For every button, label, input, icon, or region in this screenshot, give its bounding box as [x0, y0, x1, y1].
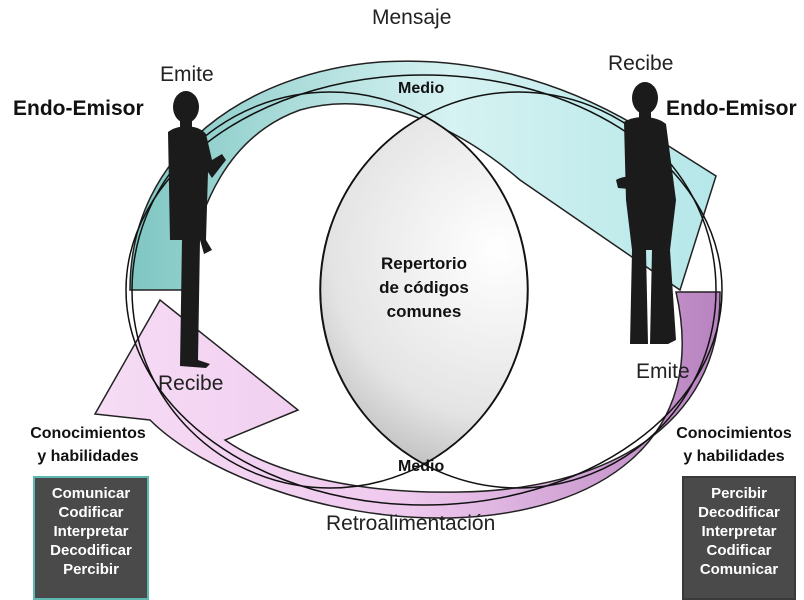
feedback-label: Retroalimentación	[326, 512, 496, 535]
left-emits-label: Emite	[160, 63, 214, 86]
right-knowledge-line-2: y habilidades	[683, 448, 785, 465]
message-label: Mensaje	[372, 6, 452, 29]
right-skill-item: Percibir	[711, 485, 767, 502]
left-skill-item: Interpretar	[53, 523, 129, 540]
left-knowledge-heading: Conocimientos y habilidades	[18, 422, 158, 468]
left-receives-label: Recibe	[158, 372, 224, 395]
outer-ellipse	[125, 74, 723, 506]
center-line-3: comunes	[386, 302, 462, 321]
common-codes-lens	[320, 92, 528, 488]
medium-bottom-label: Medio	[398, 458, 445, 475]
right-person-silhouette	[616, 82, 676, 344]
left-skill-item: Codificar	[58, 504, 124, 521]
right-skill-item: Codificar	[706, 542, 772, 559]
right-endo-emitter-title: Endo-Emisor	[666, 97, 797, 120]
right-skill-item: Comunicar	[699, 561, 779, 578]
right-knowledge-heading: Conocimientos y habilidades	[664, 422, 804, 468]
center-line-2: de códigos	[379, 278, 469, 297]
right-knowledge-line-1: Conocimientos	[676, 425, 792, 442]
left-skill-item: Comunicar	[51, 485, 131, 502]
medium-top-label: Medio	[398, 80, 445, 97]
common-codes-text: Repertorio de códigos comunes	[352, 252, 496, 324]
left-skills-box: Comunicar Codificar Interpretar Decodifi…	[33, 476, 149, 600]
left-skill-item: Decodificar	[50, 542, 132, 559]
right-receives-label: Recibe	[608, 52, 674, 75]
right-skill-item: Interpretar	[701, 523, 777, 540]
lens-outline	[319, 115, 529, 465]
left-knowledge-line-2: y habilidades	[37, 448, 139, 465]
left-knowledge-line-1: Conocimientos	[30, 425, 146, 442]
left-person-silhouette	[168, 91, 226, 368]
left-endo-emitter-title: Endo-Emisor	[13, 97, 144, 120]
center-line-1: Repertorio	[381, 254, 467, 273]
left-skill-item: Percibir	[63, 561, 119, 578]
feedback-arrow	[93, 291, 721, 519]
right-skills-box: Percibir Decodificar Interpretar Codific…	[682, 476, 796, 600]
right-emits-label: Emite	[636, 360, 690, 383]
right-skill-item: Decodificar	[698, 504, 780, 521]
